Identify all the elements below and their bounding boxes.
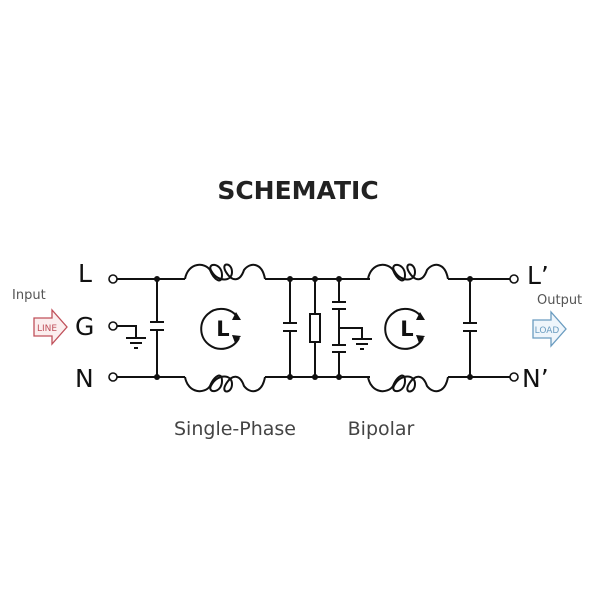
- title: SCHEMATIC: [217, 176, 378, 205]
- input-label: Input: [12, 288, 46, 303]
- inductor-2-bottom: [367, 374, 449, 393]
- terminal-N: N: [75, 364, 94, 393]
- junction-dots: [154, 276, 473, 380]
- load-arrow-icon: LOAD: [532, 310, 567, 348]
- terminal-N-connector: [108, 372, 118, 382]
- inductor-1-rotation-icon: L: [200, 307, 241, 350]
- output-label: Output: [537, 293, 582, 308]
- inductor-1-bottom: [184, 374, 266, 393]
- terminal-G: G: [75, 312, 94, 341]
- load-arrow-text: LOAD: [535, 326, 560, 336]
- section-label-single-phase: Single-Phase: [174, 418, 296, 440]
- terminal-L-connector: [108, 274, 118, 284]
- terminal-N-out: N’: [522, 364, 549, 393]
- inductor-1-symbol: L: [216, 317, 229, 341]
- inductor-1-top: [184, 263, 266, 282]
- wires: [117, 278, 510, 378]
- terminal-L: L: [78, 259, 92, 288]
- terminal-N-out-connector: [509, 372, 519, 382]
- terminal-L-out-connector: [509, 274, 519, 284]
- section-label-bipolar: Bipolar: [348, 418, 415, 440]
- line-arrow-text: LINE: [37, 324, 57, 334]
- terminal-G-connector: [108, 321, 118, 331]
- ground-icon: [126, 337, 146, 349]
- line-arrow-icon: LINE: [33, 308, 68, 346]
- inductor-2-rotation-icon: L: [384, 307, 425, 350]
- ground-icon: [352, 338, 372, 350]
- inductor-2-symbol: L: [400, 317, 413, 341]
- inductor-2-top: [367, 263, 449, 282]
- terminal-L-out: L’: [527, 261, 549, 290]
